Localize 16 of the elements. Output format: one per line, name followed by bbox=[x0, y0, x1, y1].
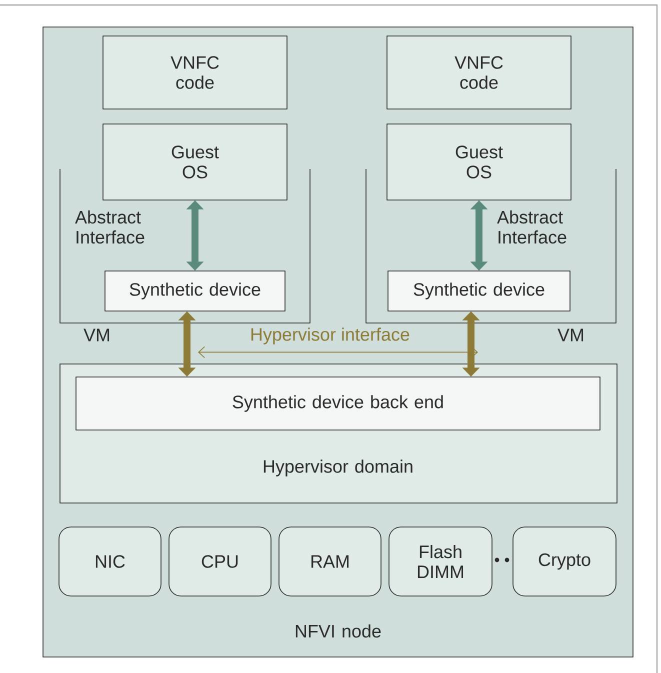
component-box: VNFC code bbox=[102, 36, 288, 110]
edge-label: Hypervisor interface bbox=[251, 328, 410, 344]
component-box: VNFC code bbox=[386, 36, 572, 110]
hardware-box: Flash DIMM bbox=[388, 526, 492, 596]
edge-label: Abstract Interface bbox=[75, 210, 144, 244]
hardware-box: Crypto bbox=[512, 526, 616, 596]
device-box: Synthetic device bbox=[388, 270, 570, 312]
component-box: Guest OS bbox=[386, 124, 572, 200]
component-box: Guest OS bbox=[102, 124, 288, 200]
double-arrow bbox=[198, 346, 478, 358]
hardware-box: RAM bbox=[278, 526, 382, 596]
device-box: Synthetic device back end bbox=[76, 376, 600, 430]
hardware-box: CPU bbox=[168, 526, 272, 596]
edge-label: Abstract Interface bbox=[497, 210, 566, 244]
hardware-box: NIC bbox=[58, 526, 162, 596]
device-box: Synthetic device bbox=[104, 270, 286, 312]
